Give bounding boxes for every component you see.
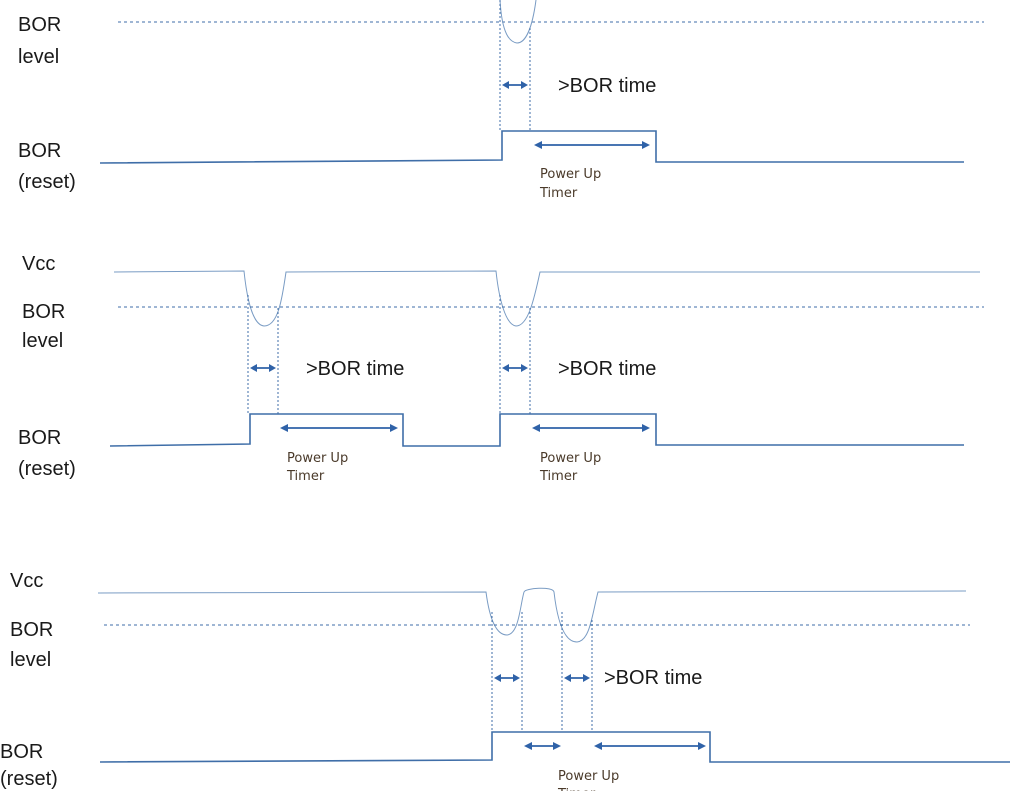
panel-2: Vcc BOR level BOR (reset) >BOR time >BOR…: [18, 253, 984, 484]
vcc-label: Vcc: [10, 570, 43, 592]
reset-waveform: [109, 413, 964, 447]
power-up-label: Power Up: [558, 769, 619, 784]
bor-reset-label-line1: BOR: [0, 741, 43, 763]
bor-level-label-line1: BOR: [22, 301, 65, 323]
timer-label-1: Timer: [286, 469, 325, 484]
bor-reset-label-line2: (reset): [18, 458, 76, 480]
vcc-label: Vcc: [22, 253, 55, 275]
timer-label-2: Timer: [539, 469, 578, 484]
bor-reset-label-line2: (reset): [18, 171, 76, 193]
bor-level-label-line2: level: [18, 46, 59, 68]
reset-waveform: [99, 731, 1010, 763]
timer-label: Timer: [539, 186, 578, 201]
bor-reset-label-line2: (reset): [0, 768, 58, 790]
bor-reset-label-line1: BOR: [18, 427, 61, 449]
bor-time-label-1: >BOR time: [306, 358, 404, 380]
vcc-waveform: [97, 587, 967, 643]
power-up-label: Power Up: [540, 167, 601, 182]
bor-level-label-line1: BOR: [10, 619, 53, 641]
bor-level-label-line2: level: [10, 649, 51, 671]
bor-time-label-2: >BOR time: [558, 358, 656, 380]
panel-3: Vcc BOR level BOR (reset) >BOR time: [0, 570, 1010, 791]
bor-level-label-line1: BOR: [18, 14, 61, 36]
timer-label: Timer: [557, 787, 596, 791]
power-up-label-1: Power Up: [287, 451, 348, 466]
bor-level-label-line2: level: [22, 330, 63, 352]
vcc-waveform: [113, 270, 980, 327]
bor-time-label: >BOR time: [604, 667, 702, 689]
power-up-label-2: Power Up: [540, 451, 601, 466]
bor-reset-label-line1: BOR: [18, 140, 61, 162]
reset-waveform: [99, 130, 964, 164]
bor-time-label: >BOR time: [558, 75, 656, 97]
panel-1: BOR level BOR (reset) >BOR time Power Up…: [18, 0, 984, 201]
vcc-dip: [499, 0, 537, 44]
